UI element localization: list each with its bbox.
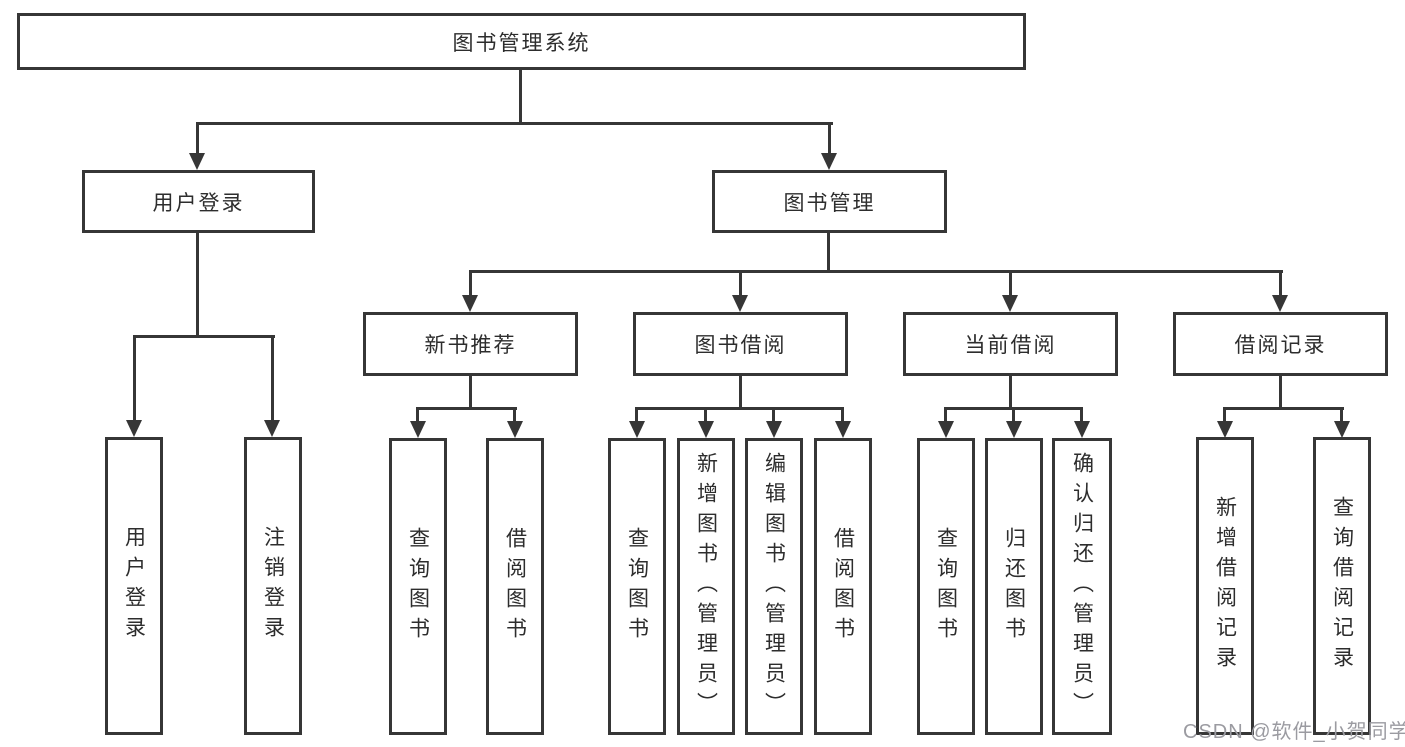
node-current-borrow: 当前借阅 — [903, 312, 1118, 376]
leaf-query-book-current: 查询图书 — [917, 438, 975, 735]
arrow-down-icon — [507, 421, 523, 438]
connector-line — [1279, 376, 1282, 409]
leaf-query-book-current-label: 查询图书 — [934, 526, 958, 647]
arrow-down-icon — [698, 421, 714, 438]
leaf-query-book-recommend-label: 查询图书 — [406, 526, 430, 647]
connector-line — [1012, 407, 1015, 423]
leaf-add-book-admin-label: 新增图书（管理员） — [694, 451, 718, 722]
arrow-down-icon — [732, 295, 748, 312]
connector-line — [196, 233, 199, 337]
arrow-down-icon — [410, 421, 426, 438]
arrow-down-icon — [629, 421, 645, 438]
leaf-borrow-book-label: 借阅图书 — [831, 526, 855, 647]
leaf-return-book: 归还图书 — [985, 438, 1043, 735]
connector-line — [469, 270, 1283, 273]
leaf-borrow-book-recommend-label: 借阅图书 — [503, 526, 527, 647]
leaf-query-borrow-record-label: 查询借阅记录 — [1330, 496, 1354, 676]
node-borrow-record: 借阅记录 — [1173, 312, 1388, 376]
connector-line — [469, 376, 472, 409]
connector-line — [1009, 376, 1012, 409]
node-user-login: 用户登录 — [82, 170, 315, 233]
leaf-borrow-book: 借阅图书 — [814, 438, 872, 735]
node-book-borrow: 图书借阅 — [633, 312, 848, 376]
connector-line — [1080, 407, 1083, 423]
leaf-confirm-return-admin-label: 确认归还（管理员） — [1070, 451, 1094, 722]
leaf-query-book-borrow-label: 查询图书 — [625, 526, 649, 647]
arrow-down-icon — [1334, 421, 1350, 438]
leaf-edit-book-admin-label: 编辑图书（管理员） — [762, 451, 786, 722]
leaf-borrow-book-recommend: 借阅图书 — [486, 438, 544, 735]
leaf-logout-label: 注销登录 — [261, 526, 285, 646]
connector-line — [271, 335, 274, 421]
arrow-down-icon — [189, 153, 205, 170]
node-root: 图书管理系统 — [17, 13, 1026, 70]
leaf-query-book-recommend: 查询图书 — [389, 438, 447, 735]
arrow-down-icon — [462, 295, 478, 312]
leaf-query-book-borrow: 查询图书 — [608, 438, 666, 735]
connector-line — [519, 70, 522, 125]
connector-line — [196, 122, 833, 125]
connector-line — [827, 233, 830, 273]
connector-line — [828, 122, 831, 155]
arrow-down-icon — [1002, 295, 1018, 312]
connector-line — [1279, 270, 1282, 297]
connector-line — [739, 270, 742, 297]
arrow-down-icon — [1006, 421, 1022, 438]
node-new-book-recommend-label: 新书推荐 — [424, 334, 517, 357]
connector-line — [513, 407, 516, 423]
node-book-management: 图书管理 — [712, 170, 947, 233]
node-book-management-label: 图书管理 — [783, 191, 876, 215]
leaf-user-login-label: 用户登录 — [122, 526, 146, 646]
connector-line — [1223, 407, 1344, 410]
node-new-book-recommend: 新书推荐 — [363, 312, 578, 376]
leaf-add-book-admin: 新增图书（管理员） — [677, 438, 735, 735]
arrow-down-icon — [1272, 295, 1288, 312]
arrow-down-icon — [264, 420, 280, 437]
connector-line — [133, 335, 275, 338]
node-borrow-record-label: 借阅记录 — [1234, 334, 1327, 357]
node-book-borrow-label: 图书借阅 — [694, 334, 787, 357]
connector-line — [469, 270, 472, 297]
arrow-down-icon — [835, 421, 851, 438]
connector-line — [416, 407, 419, 423]
leaf-add-borrow-record: 新增借阅记录 — [1196, 437, 1254, 735]
connector-line — [1340, 407, 1343, 423]
watermark: CSDN @软件_小贺同学 — [1183, 721, 1405, 743]
leaf-edit-book-admin: 编辑图书（管理员） — [745, 438, 803, 735]
connector-line — [841, 407, 844, 423]
arrow-down-icon — [938, 421, 954, 438]
arrow-down-icon — [1074, 421, 1090, 438]
node-user-login-label: 用户登录 — [152, 191, 245, 215]
leaf-add-borrow-record-label: 新增借阅记录 — [1213, 496, 1237, 676]
connector-line — [1009, 270, 1012, 297]
connector-line — [1223, 407, 1226, 423]
connector-line — [635, 407, 844, 410]
node-root-label: 图书管理系统 — [452, 31, 591, 55]
arrow-down-icon — [821, 153, 837, 170]
arrow-down-icon — [1217, 421, 1233, 438]
leaf-logout: 注销登录 — [244, 437, 302, 735]
leaf-return-book-label: 归还图书 — [1002, 526, 1026, 647]
connector-line — [196, 122, 199, 155]
node-current-borrow-label: 当前借阅 — [964, 334, 1057, 357]
connector-line — [416, 407, 517, 410]
leaf-query-borrow-record: 查询借阅记录 — [1313, 437, 1371, 735]
connector-line — [739, 376, 742, 409]
arrow-down-icon — [126, 420, 142, 437]
leaf-confirm-return-admin: 确认归还（管理员） — [1052, 438, 1112, 735]
connector-line — [944, 407, 947, 423]
connector-line — [635, 407, 638, 423]
connector-line — [772, 407, 775, 423]
leaf-user-login: 用户登录 — [105, 437, 163, 735]
connector-line — [704, 407, 707, 423]
arrow-down-icon — [766, 421, 782, 438]
connector-line — [133, 335, 136, 421]
